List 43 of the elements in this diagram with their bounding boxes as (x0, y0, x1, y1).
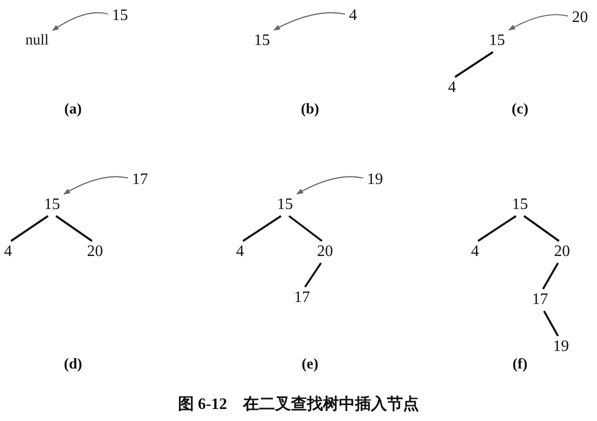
curved-arrow (63, 176, 128, 194)
tree-node-value: 15 (108, 5, 132, 27)
tree-node-value: 17 (128, 169, 152, 191)
tree-node-value: 4 (345, 5, 361, 27)
tree-branch (477, 215, 517, 242)
tree-branch (523, 215, 560, 242)
tree-node-value: 4 (444, 77, 460, 99)
tree-node-value: 20 (83, 241, 107, 263)
tree-branch (288, 215, 323, 242)
tree-node-value: 4 (467, 241, 483, 263)
subfigure-label: (d) (64, 356, 82, 374)
tree-branch (304, 262, 322, 288)
tree-node-value: 17 (528, 289, 552, 311)
tree-node-value: 15 (485, 30, 509, 52)
subfigure-label: (c) (512, 102, 528, 118)
tree-branch (242, 215, 282, 242)
tree-node-value: 20 (568, 7, 592, 29)
curved-arrow (52, 12, 108, 31)
tree-node-value: 15 (508, 194, 532, 216)
tree-node-value: 4 (232, 241, 248, 263)
subfigure-label: (e) (302, 356, 318, 374)
curved-arrow (273, 12, 346, 30)
tree-node-value: 15 (273, 194, 297, 216)
subfigure-label: (b) (300, 102, 320, 118)
curved-arrow (296, 176, 364, 194)
tree-branch (454, 51, 494, 78)
tree-branch (55, 215, 93, 242)
tree-node-value: 4 (0, 241, 16, 263)
tree-branch (543, 310, 559, 336)
figure-caption: 图 6-12 在二叉查找树中插入节点 (178, 396, 420, 413)
tree-node-value: 20 (313, 241, 337, 263)
tree-node-value: 15 (250, 30, 274, 52)
tree-node-value: 17 (290, 287, 314, 309)
tree-branch (542, 262, 559, 290)
subfigure-label: (f) (512, 356, 528, 374)
tree-node-value: 20 (550, 241, 574, 263)
tree-node-value: 19 (549, 336, 573, 358)
subfigure-label: (a) (64, 102, 82, 118)
tree-node-value: null (21, 30, 53, 52)
tree-node-value: 15 (40, 194, 64, 216)
tree-branch (10, 215, 49, 242)
tree-node-value: 19 (363, 169, 387, 191)
curved-arrow (508, 14, 568, 30)
